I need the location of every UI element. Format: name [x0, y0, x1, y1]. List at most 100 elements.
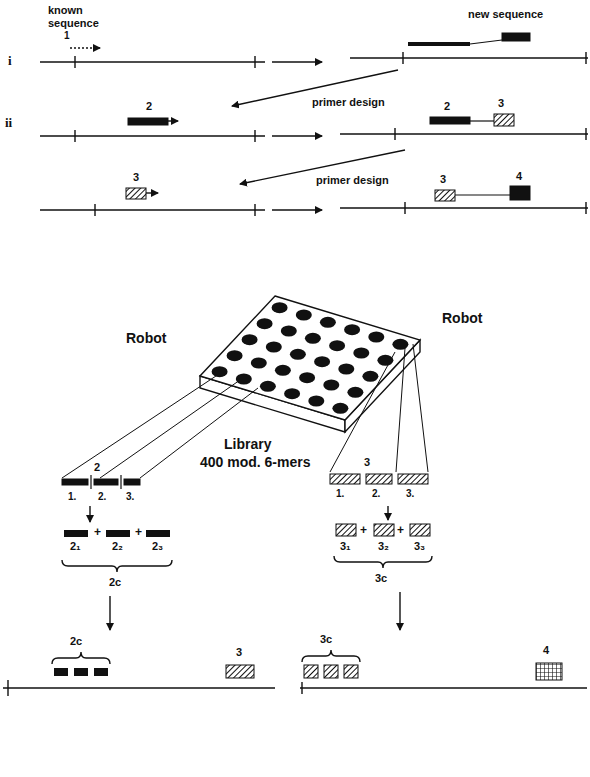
plus-sign: +	[135, 526, 142, 540]
dna-strand	[340, 207, 588, 208]
position-number: 3.	[126, 491, 134, 503]
primer-bar	[128, 118, 168, 125]
primer-bar	[168, 120, 178, 121]
plate-well	[332, 403, 348, 414]
hexamer-bar	[64, 530, 170, 537]
library-plate	[200, 296, 420, 432]
primer-design-arrow	[232, 70, 405, 184]
position-number: 1.	[68, 491, 76, 503]
primer-bar	[126, 188, 146, 199]
hexamer-bar	[410, 524, 430, 536]
dna-strand	[254, 204, 255, 216]
dna-strand	[301, 682, 302, 694]
step-arrow	[272, 135, 322, 136]
arrow-label: primer design	[316, 174, 389, 187]
robot-line	[62, 372, 222, 478]
plate-well	[323, 380, 339, 391]
callout-number: 4	[543, 644, 549, 657]
extension-product	[408, 42, 470, 46]
primer-bar	[128, 114, 514, 126]
position-number: 1.	[336, 488, 344, 500]
dna-strand	[254, 56, 255, 68]
plate-well	[344, 324, 360, 335]
callout-number: 3	[133, 171, 139, 184]
group-label: 3c	[375, 572, 387, 585]
plate-well	[353, 348, 369, 359]
callout-number: 2	[146, 100, 152, 113]
hexamer-bar	[324, 665, 338, 678]
dna-strand	[402, 52, 403, 64]
plate-well	[251, 358, 267, 369]
dna-strand	[40, 135, 265, 136]
step-arrow	[272, 62, 322, 210]
dna-strand	[94, 204, 95, 216]
hexamer-bar	[336, 524, 430, 536]
plate-well	[296, 310, 312, 321]
brace	[334, 556, 432, 568]
step-arrow	[272, 209, 322, 210]
dna-strand	[3, 687, 275, 688]
robot-line	[396, 348, 405, 472]
group-label: 3c	[320, 633, 332, 646]
dna-strand	[40, 202, 588, 216]
hexamer-bar	[64, 530, 88, 537]
plate-well	[305, 333, 321, 344]
callout-number: 2	[94, 461, 100, 474]
flow-arrow	[399, 592, 400, 630]
plate-well	[257, 318, 273, 329]
plate-well	[284, 388, 300, 399]
primer-bar	[146, 192, 158, 193]
extension-product	[502, 33, 530, 41]
plate-well	[266, 342, 282, 353]
position-number: 2.	[98, 491, 106, 503]
plate-well	[281, 326, 297, 337]
plus-sign: +	[94, 526, 101, 540]
brace	[52, 652, 110, 664]
plate-well	[347, 387, 363, 398]
step-numeral: i	[8, 54, 12, 69]
primer-bar	[510, 186, 530, 200]
callout-number: 3₂	[378, 540, 389, 553]
callout-number: 1	[64, 30, 70, 42]
heading-label: known sequence	[48, 4, 110, 29]
hexamer-bar	[536, 663, 562, 680]
plate-well	[212, 366, 228, 377]
dna-strand	[40, 52, 588, 68]
flow-arrow	[387, 506, 388, 520]
brace	[52, 556, 432, 664]
group-label: 2c	[109, 576, 121, 589]
callout-number: 3	[236, 646, 242, 659]
dna-strand	[40, 61, 265, 62]
callout-number: 2₃	[152, 540, 163, 553]
hexamer-strip	[330, 474, 360, 484]
callout-number: 3₃	[414, 540, 425, 553]
extension-product	[470, 40, 502, 44]
plate-well	[227, 350, 243, 361]
hexamer-bar	[226, 665, 254, 678]
arrow-label: primer design	[312, 96, 385, 109]
position-number: 2.	[372, 488, 380, 500]
callout-number: 3	[498, 97, 504, 110]
hexamer-strip	[120, 475, 121, 489]
plate-well	[368, 332, 384, 343]
plate-well	[290, 349, 306, 360]
plate-well	[212, 302, 409, 414]
callout-number: 2₂	[112, 540, 123, 553]
hexamer-strip	[62, 475, 140, 489]
dna-strand	[7, 680, 8, 696]
robot-line	[62, 344, 428, 478]
dna-strand	[40, 128, 588, 142]
step-arrow	[272, 61, 322, 62]
flow-arrow	[90, 506, 400, 630]
primer-bar	[470, 120, 494, 121]
robot-label: Robot	[126, 330, 166, 346]
group-label: 2c	[70, 635, 82, 648]
dna-strand	[350, 57, 588, 58]
plate-well	[329, 340, 345, 351]
callout-number: 4	[516, 170, 522, 183]
library-plate	[200, 296, 420, 420]
plate-well	[275, 365, 291, 376]
primer-arrow	[70, 47, 100, 48]
hexamer-strip	[366, 474, 392, 484]
